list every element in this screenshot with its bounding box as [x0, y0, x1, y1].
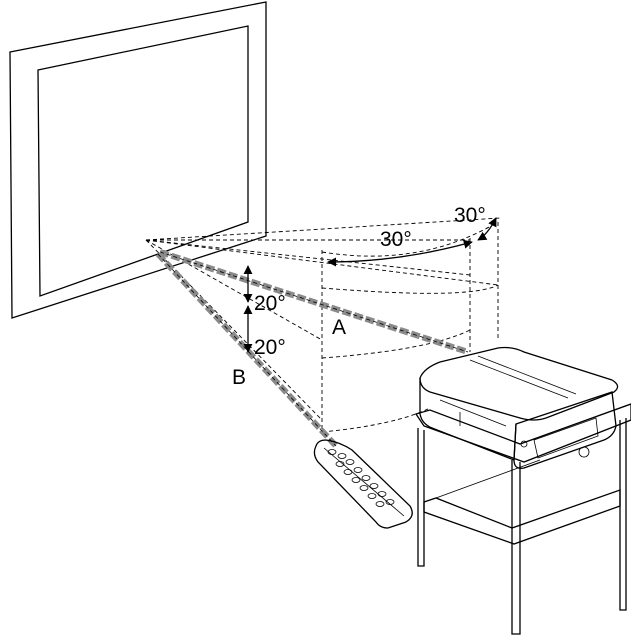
point-label-a: A [332, 316, 346, 339]
horizontal-angle-arrow [327, 217, 497, 267]
remote-buttons [327, 449, 395, 507]
reception-range-lines [145, 217, 501, 433]
point-label-b: B [232, 366, 246, 389]
projector-stand-icon [414, 403, 631, 635]
projector-icon [419, 346, 619, 469]
angle-label-horizontal-left: 30° [454, 204, 486, 227]
screen-icon [9, 1, 267, 319]
angle-label-vertical-lower: 20° [254, 336, 286, 359]
angle-label-horizontal-right: 30° [380, 228, 412, 251]
beam-line-b [155, 251, 339, 449]
beam-line-a [159, 249, 469, 355]
angle-label-vertical-upper: 20° [254, 292, 286, 315]
remote-control-icon [313, 439, 413, 529]
